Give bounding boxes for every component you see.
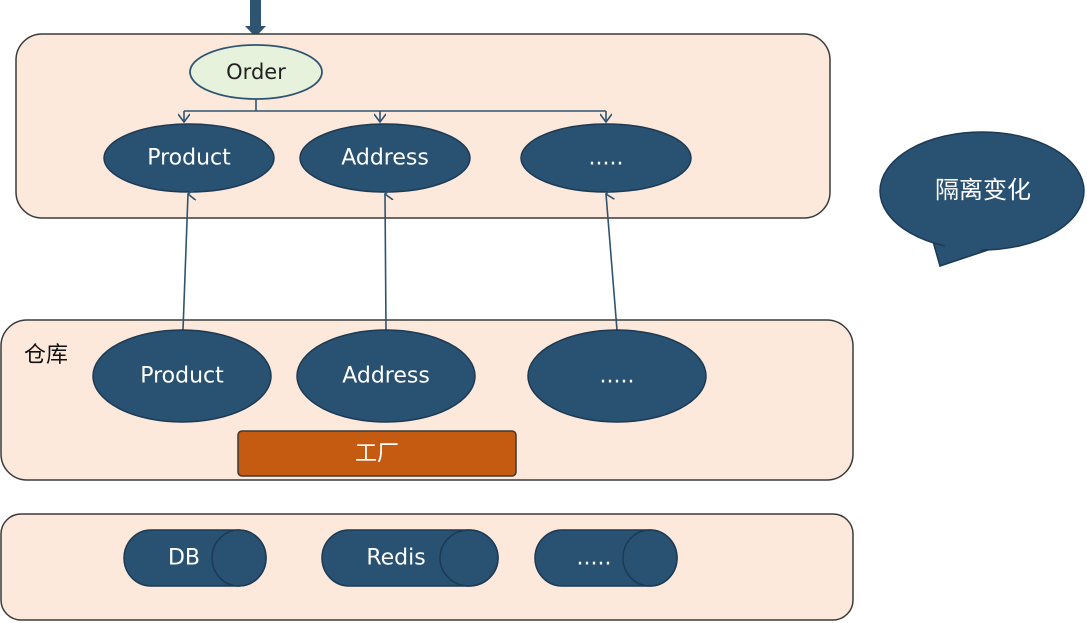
domain-layer-panel: [15, 33, 831, 219]
domain-node-address: Address: [299, 123, 471, 193]
warehouse-node-address: Address: [296, 329, 476, 423]
warehouse-to-domain-arrows: [182, 194, 618, 331]
callout-bubble: 隔离变化: [879, 131, 1085, 267]
order-label: Order: [226, 60, 286, 84]
warehouse-node-more-label: .....: [600, 364, 635, 389]
factory-box: 工厂: [237, 430, 517, 477]
warehouse-label: 仓库: [24, 343, 68, 368]
incoming-arrow: [245, 0, 266, 37]
domain-node-product: Product: [103, 123, 275, 193]
warehouse-node-more: .....: [527, 329, 707, 423]
warehouse-node-product: Product: [92, 329, 272, 423]
domain-node-product-label: Product: [147, 146, 231, 171]
storage-db-label: DB: [168, 546, 200, 571]
warehouse-node-address-label: Address: [342, 364, 430, 389]
storage-db-cylinder: DB: [123, 529, 267, 587]
storage-more-cylinder: .....: [534, 529, 678, 587]
storage-redis-cylinder: Redis: [321, 529, 499, 587]
domain-node-address-label: Address: [341, 146, 429, 171]
callout-text: 隔离变化: [935, 176, 1031, 204]
warehouse-node-product-label: Product: [140, 364, 224, 389]
order-connectors: [184, 99, 606, 122]
domain-node-more: .....: [520, 123, 692, 193]
factory-label: 工厂: [355, 442, 399, 467]
storage-redis-label: Redis: [366, 546, 425, 571]
order-node: Order: [189, 44, 323, 100]
storage-more-label: .....: [577, 546, 612, 571]
domain-node-more-label: .....: [589, 146, 624, 171]
